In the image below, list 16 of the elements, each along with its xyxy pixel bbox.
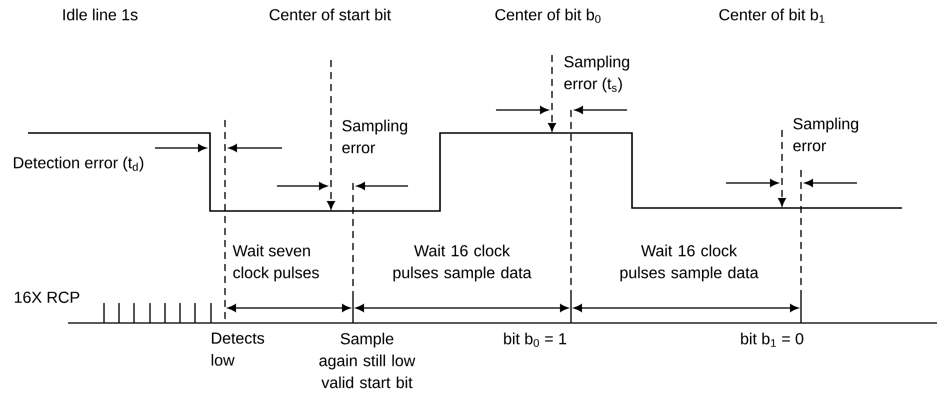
timing-label: Sampling error xyxy=(342,120,408,154)
timing-label: Wait 16 clock pulses sample data xyxy=(393,244,532,282)
timing-label: Detection error (t$_{d}$) xyxy=(14,156,144,172)
timing-label: Center of bit b$_{0}$ xyxy=(495,8,600,23)
timing-label: Idle line 1s xyxy=(63,8,138,20)
timing-label: bit b$_{0}$ = 1 xyxy=(504,332,566,347)
timing-label: 16X RCP xyxy=(14,292,80,303)
timing-label: Sampling error (t$_{s}$) xyxy=(564,56,630,92)
timing-label: Center of start bit xyxy=(270,8,391,20)
timing-label: Center of bit b$_{1}$ xyxy=(719,8,824,23)
timing-label: Sample again still low valid start bit xyxy=(319,332,416,388)
timing-label: Wait 16 clock pulses sample data xyxy=(620,244,759,282)
timing-label: Wait seven clock pulses xyxy=(232,244,319,282)
timing-label: Sampling error xyxy=(793,118,858,152)
timing-label: bit b$_{1}$ = 0 xyxy=(741,332,804,347)
timing-label: Detects low xyxy=(212,332,264,366)
